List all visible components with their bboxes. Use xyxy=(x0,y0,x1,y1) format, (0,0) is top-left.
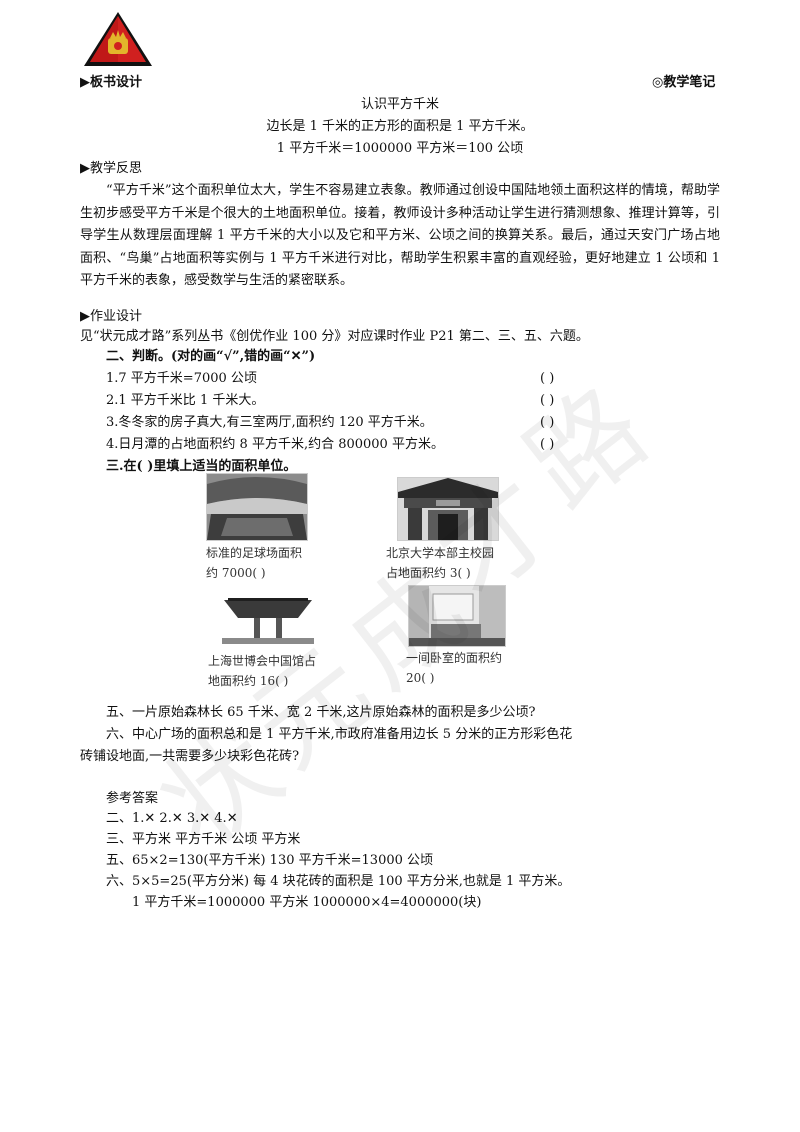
judge-item-2: 2.1 平方千米比 1 千米大。 xyxy=(106,393,265,408)
judge-answer-blank-3: ( ) xyxy=(540,415,555,430)
homework-intro: 见“状元成才路”系列丛书《创优作业 100 分》对应课时作业 P21 第二、三、… xyxy=(80,329,589,344)
judge-item-3: 3.冬冬家的房子真大,有三室两厅,面积约 120 平方千米。 xyxy=(106,415,433,430)
answer-6-line2: 1 平方千米=1000000 平方米 1000000×4=4000000(块) xyxy=(132,895,482,910)
board-title: 认识平方千米 xyxy=(360,97,439,112)
question-6-line2: 砖铺设地面,一共需要多少块彩色花砖? xyxy=(80,749,300,764)
stadium-photo xyxy=(206,473,308,541)
reflection-text: “平方千米”这个面积单位太大，学生不容易建立表象。教师通过创设中国陆地领土面积这… xyxy=(80,183,720,289)
answers-heading: 参考答案 xyxy=(106,791,159,806)
photo-2-caption-line1: 北京大学本部主校园 xyxy=(386,546,495,560)
university-gate-photo xyxy=(397,477,499,541)
photo-1-caption-line2: 约 7000( ) xyxy=(206,566,266,580)
section-2-title: 二、判断。(对的画“√”,错的画“✕”) xyxy=(106,349,316,364)
judge-item-4: 4.日月潭的占地面积约 8 平方千米,约合 800000 平方米。 xyxy=(106,437,444,452)
photo-4-caption-line1: 一间卧室的面积约 xyxy=(406,651,503,665)
judge-answer-blank-1: ( ) xyxy=(540,371,555,386)
watermark-char-5: 路 xyxy=(503,363,669,533)
board-design-heading: ▶板书设计 xyxy=(80,75,142,90)
photo-1-caption-line1: 标准的足球场面积 xyxy=(206,546,303,560)
board-line-1: 边长是 1 千米的正方形的面积是 1 平方千米。 xyxy=(266,119,534,134)
question-5: 五、一片原始森林长 65 千米、宽 2 千米,这片原始森林的面积是多少公顷? xyxy=(106,705,536,720)
answer-5: 五、65×2=130(平方千米) 130 平方千米=13000 公顷 xyxy=(106,853,434,868)
question-6-line1: 六、中心广场的面积总和是 1 平方千米,市政府准备用边长 5 分米的正方形彩色花 xyxy=(106,727,573,742)
photo-3-caption-line1: 上海世博会中国馆占 xyxy=(208,654,317,668)
answer-3: 三、平方米 平方千米 公顷 平方米 xyxy=(106,832,301,847)
china-pavilion-photo xyxy=(218,590,318,648)
photo-2-caption-line2: 占地面积约 3( ) xyxy=(386,566,471,580)
bedroom-photo xyxy=(408,585,506,647)
teaching-notes-label: ◎教学笔记 xyxy=(652,75,716,90)
judge-answer-blank-2: ( ) xyxy=(540,393,555,408)
photo-3-caption-line2: 地面积约 16( ) xyxy=(208,674,289,688)
judge-item-1: 1.7 平方千米=7000 公顷 xyxy=(106,371,257,386)
answer-6-line1: 六、5×5=25(平方分米) 每 4 块花砖的面积是 100 平方分米,也就是 … xyxy=(106,874,571,889)
school-logo xyxy=(84,12,152,66)
answer-2: 二、1.✕ 2.✕ 3.✕ 4.✕ xyxy=(106,811,238,826)
judge-answer-blank-4: ( ) xyxy=(540,437,555,452)
photo-4-caption-line2: 20( ) xyxy=(406,671,435,685)
section-3-title: 三.在( )里填上适当的面积单位。 xyxy=(106,459,297,474)
homework-heading: ▶作业设计 xyxy=(80,309,142,324)
reflection-heading: ▶教学反思 xyxy=(80,161,142,176)
board-line-2: 1 平方千米＝1000000 平方米＝100 公顷 xyxy=(276,141,524,156)
